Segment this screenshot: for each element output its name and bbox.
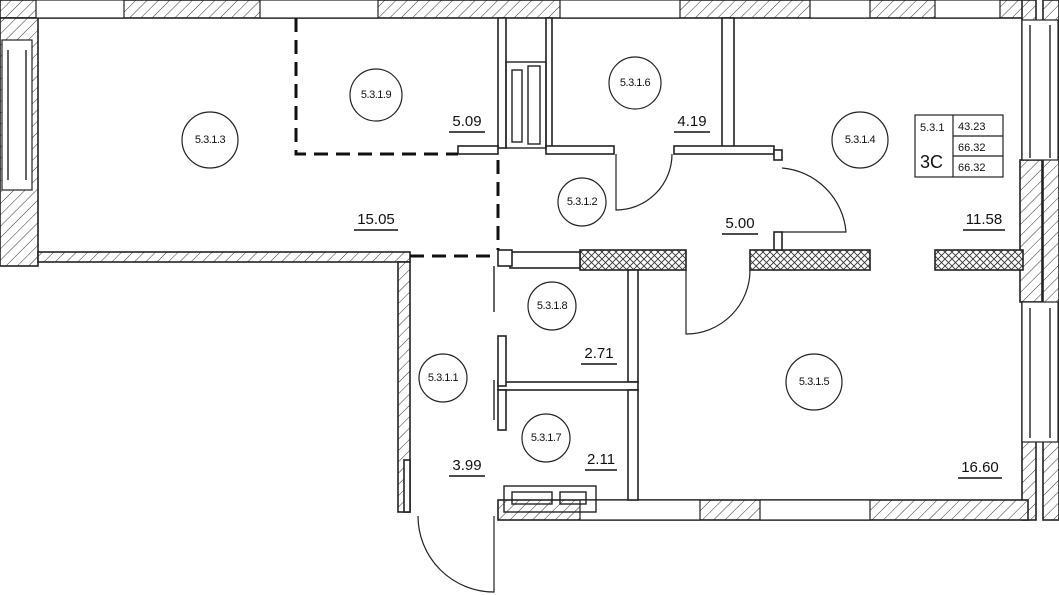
room-tag-5-3-1-6: 5.3.1.6 xyxy=(608,56,662,110)
room-id-label: 5.3.1.6 xyxy=(620,77,651,89)
total-area-with-balcony-value: 66.32 xyxy=(958,162,986,174)
room-id-label: 5.3.1.3 xyxy=(195,134,226,146)
room-area-5-3-1-6: 4.19 xyxy=(674,113,710,133)
room-tag-5-3-1-1: 5.3.1.1 xyxy=(418,353,468,403)
room-id-label: 5.3.1.8 xyxy=(537,300,568,312)
room-area-value: 5.09 xyxy=(452,113,481,130)
room-area-value: 4.19 xyxy=(677,113,706,130)
apartment-type-label: 3С xyxy=(920,152,943,172)
room-tag-5-3-1-8: 5.3.1.8 xyxy=(527,281,577,331)
living-area-value: 43.23 xyxy=(958,121,986,133)
room-tag-5-3-1-4: 5.3.1.4 xyxy=(831,111,889,169)
room-area-5-3-1-9: 5.09 xyxy=(449,113,485,133)
zone-boundaries xyxy=(294,18,500,258)
room-area-value: 11.58 xyxy=(966,211,1002,228)
room-tag-5-3-1-7: 5.3.1.7 xyxy=(521,413,571,463)
room-id-label: 5.3.1.7 xyxy=(531,432,562,444)
room-id-label: 5.3.1.9 xyxy=(361,89,392,101)
room-area-5-3-1-3: 15.05 xyxy=(354,211,398,231)
room-id-label: 5.3.1.4 xyxy=(845,134,876,146)
room-area-value: 2.71 xyxy=(584,345,613,362)
doors xyxy=(417,153,847,593)
room-id-label: 5.3.1.1 xyxy=(428,372,459,384)
room-area-value: 2.11 xyxy=(587,451,615,468)
apartment-id: 5.3.1 xyxy=(920,122,944,134)
room-area-5-3-1-4: 11.58 xyxy=(963,211,1005,231)
room-area-value: 15.05 xyxy=(357,211,395,228)
room-tag-5-3-1-5: 5.3.1.5 xyxy=(785,353,843,411)
room-area-5-3-1-1: 3.99 xyxy=(449,457,485,477)
room-area-value: 3.99 xyxy=(452,457,481,474)
apartment-info-box: 5.3.1 3С 43.23 66.32 66.32 xyxy=(914,114,1004,178)
windows xyxy=(1,0,1059,521)
room-area-5-3-1-7: 2.11 xyxy=(585,451,617,471)
room-id-label: 5.3.1.5 xyxy=(799,376,830,388)
room-tag-5-3-1-9: 5.3.1.9 xyxy=(349,68,403,122)
room-tag-5-3-1-3: 5.3.1.3 xyxy=(181,111,239,169)
room-id-label: 5.3.1.2 xyxy=(567,196,598,208)
room-area-value: 16.60 xyxy=(961,459,999,476)
room-area-5-3-1-2: 5.00 xyxy=(722,215,758,235)
room-tag-5-3-1-2: 5.3.1.2 xyxy=(557,177,607,227)
interior-walls xyxy=(403,17,1024,513)
room-area-5-3-1-5: 16.60 xyxy=(958,459,1002,479)
room-area-5-3-1-8: 2.71 xyxy=(581,345,617,365)
total-area-value: 66.32 xyxy=(958,142,986,154)
room-area-value: 5.00 xyxy=(725,215,754,232)
